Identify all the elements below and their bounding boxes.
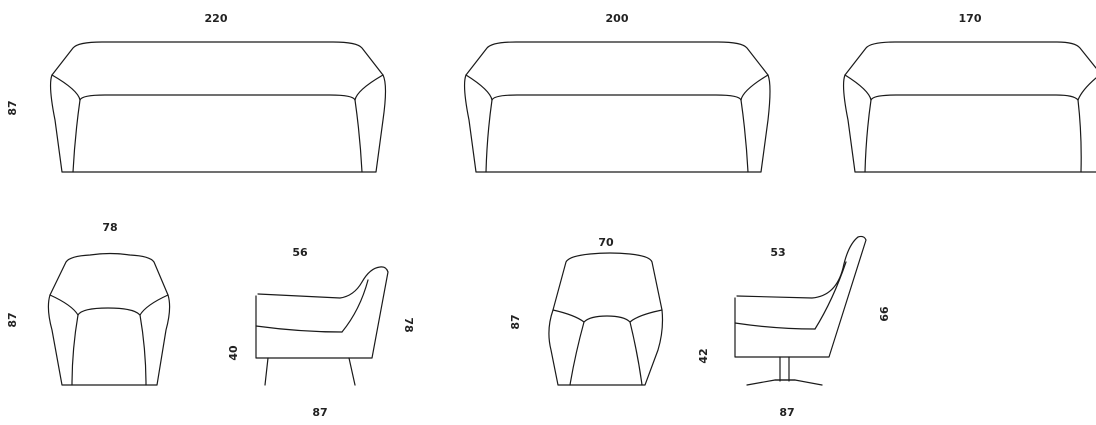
swivel-chair-front-height-label: 87 [509, 314, 522, 329]
armchair-seat-height-label: 40 [227, 345, 240, 361]
armchair-front-height-label: 87 [6, 312, 19, 327]
armchair-front-view [47, 252, 171, 386]
swivel-chair-side-view [734, 235, 867, 386]
sofa-200-width-label: 200 [606, 12, 629, 25]
armchair-side-height-label: 78 [402, 317, 415, 332]
armchair-front-width-label: 78 [102, 221, 117, 234]
armchair-depth-label: 87 [312, 406, 327, 419]
swivel-chair-side-width-label: 53 [770, 246, 785, 259]
sofa-170-width-label: 170 [959, 12, 982, 25]
armchair-side-width-label: 56 [292, 246, 308, 259]
sofa-220-width-label: 220 [205, 12, 228, 25]
sofa-220-front-view [49, 41, 387, 173]
swivel-chair-front-width-label: 70 [598, 236, 614, 249]
sofa-170-front-view [842, 41, 1096, 173]
swivel-chair-seat-height-label: 42 [697, 348, 710, 363]
swivel-chair-depth-label: 87 [779, 406, 794, 419]
armchair-side-view [255, 266, 389, 386]
swivel-chair-side-height-label: 99 [877, 306, 890, 321]
sofa-220-height-label: 87 [6, 100, 19, 115]
swivel-chair-front-view [548, 252, 664, 386]
sofa-200-front-view [463, 41, 771, 173]
